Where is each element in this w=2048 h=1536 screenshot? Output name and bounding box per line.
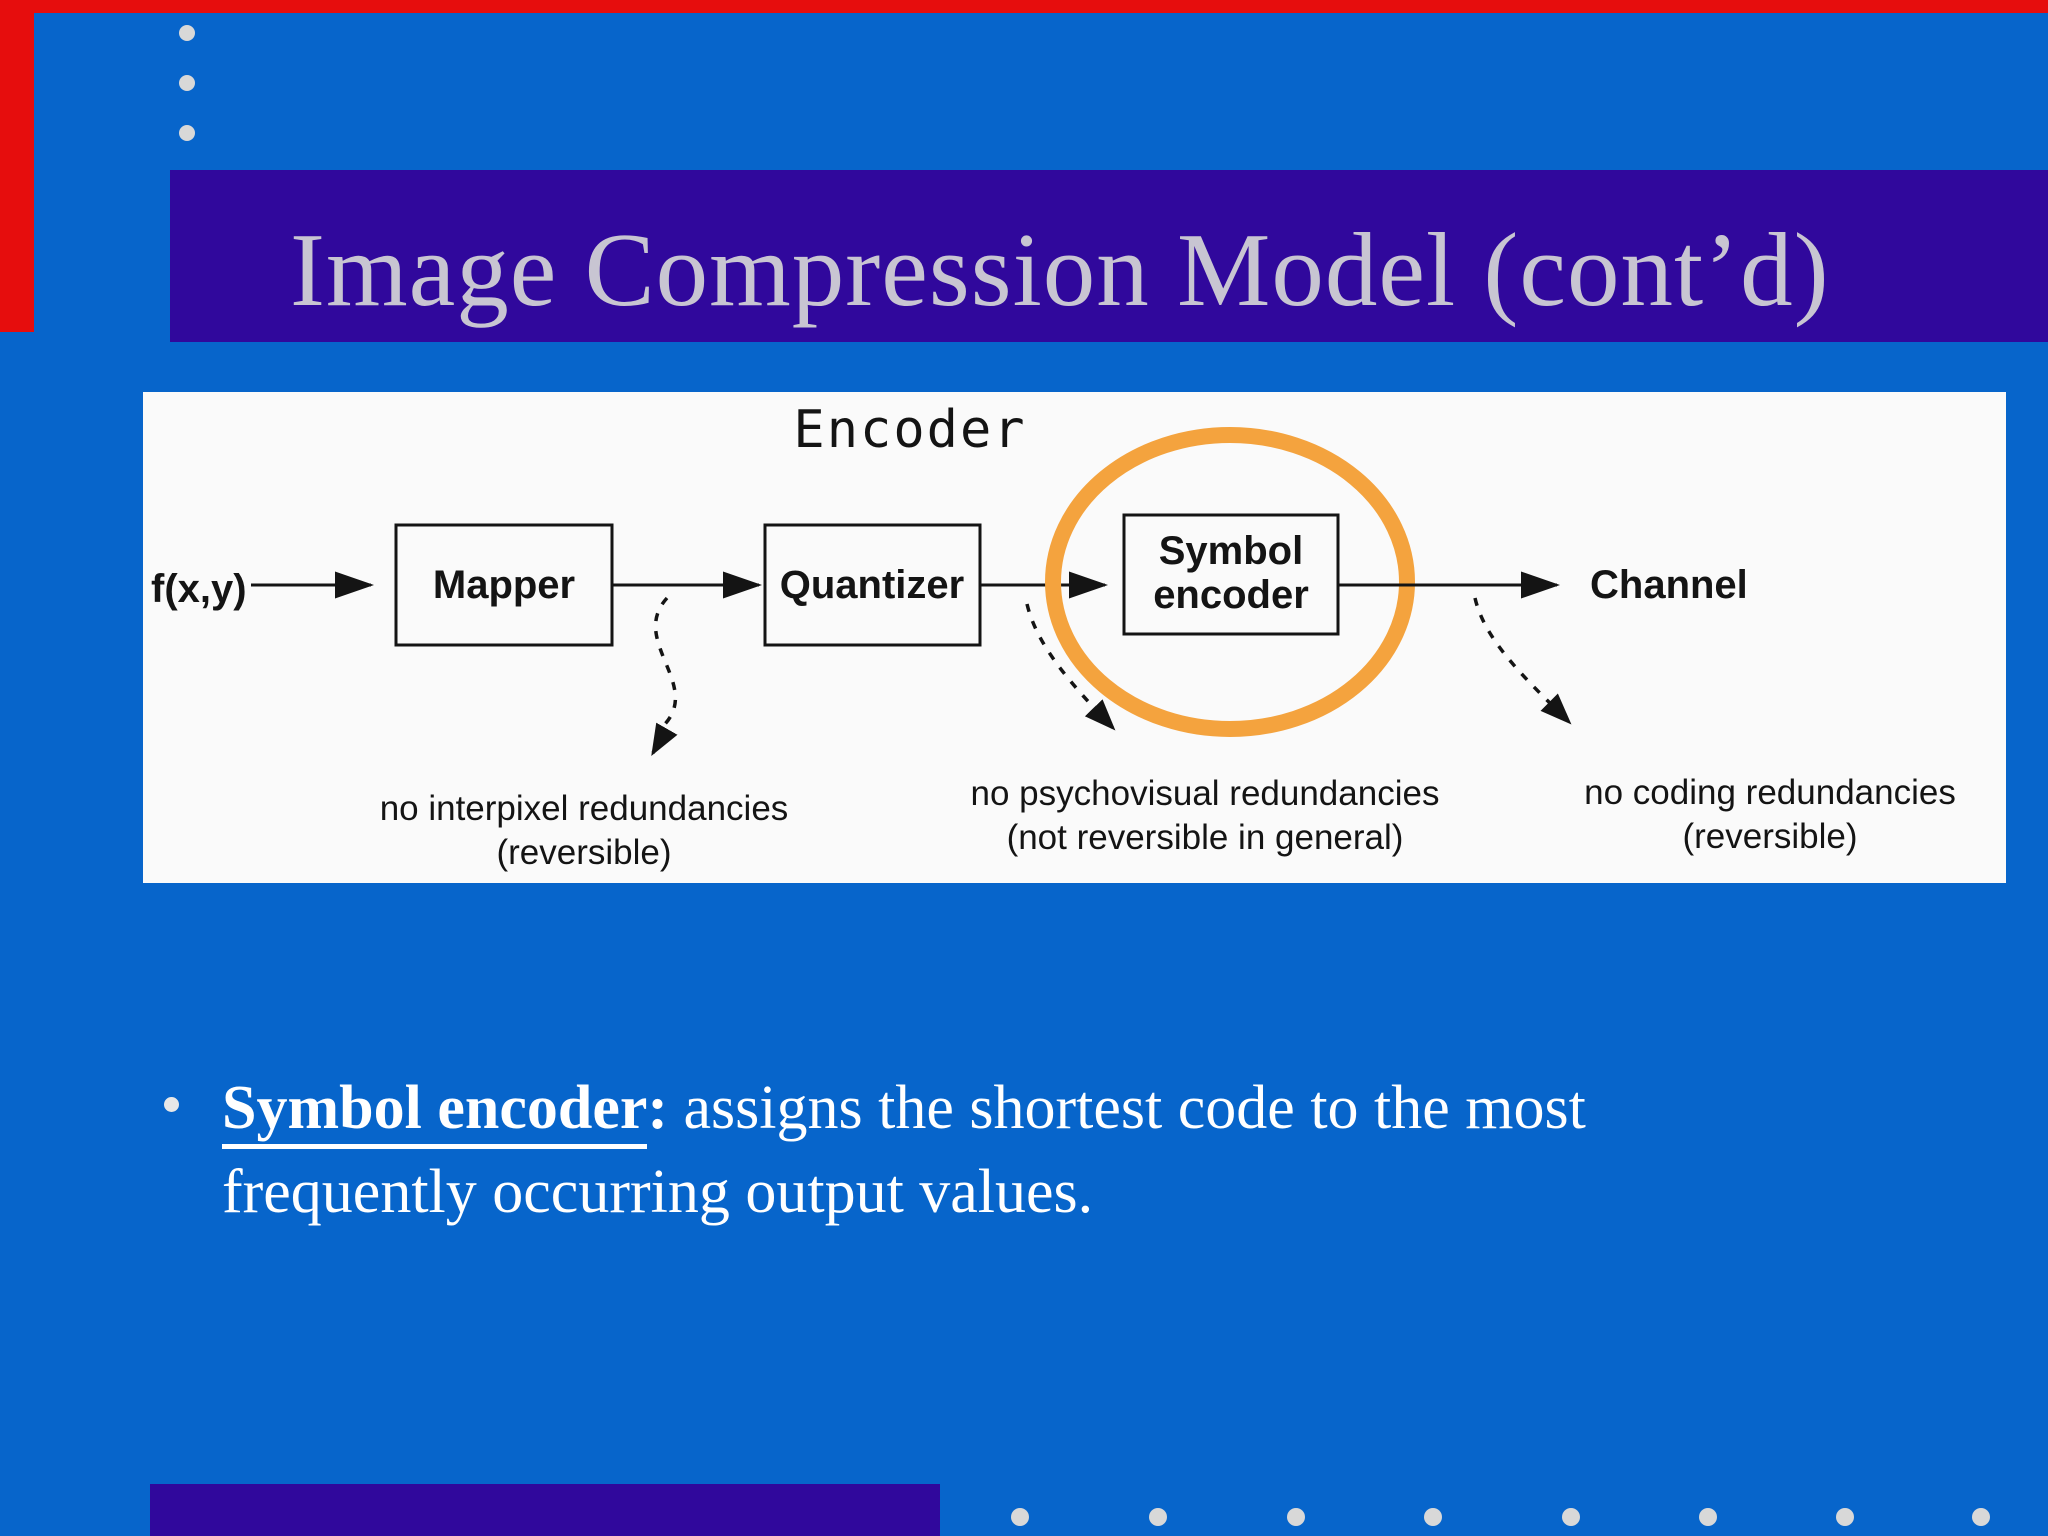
input-signal-label: f(x,y) xyxy=(151,567,247,611)
bottom-accent-bar xyxy=(150,1484,940,1536)
diagram-panel: Encoder f(x,y) Mapper Quantizer Symbol e… xyxy=(143,392,2006,883)
red-left-edge-accent xyxy=(0,0,34,332)
note-interpixel-line2: (reversible) xyxy=(496,833,671,872)
bullet-point-marker xyxy=(164,1097,179,1112)
dashed-arrow-psychovisual xyxy=(1025,603,1116,731)
bullet-body: assigns the shortest code to the most fr… xyxy=(222,1074,1586,1226)
note-interpixel-line1: no interpixel redundancies xyxy=(380,789,789,828)
encoder-diagram: Encoder f(x,y) Mapper Quantizer Symbol e… xyxy=(151,400,1956,872)
decorative-dot xyxy=(1287,1508,1305,1526)
red-top-edge-accent xyxy=(0,0,2048,13)
decorative-dot xyxy=(1011,1508,1029,1526)
note-psychovisual-line2: (not reversible in general) xyxy=(1007,818,1404,857)
decorative-dot xyxy=(179,25,195,41)
symbol-encoder-box xyxy=(1122,513,1340,636)
bullet-lead-term: Symbol encoder xyxy=(222,1074,648,1149)
dashed-arrow-interpixel xyxy=(651,596,678,757)
highlight-circle xyxy=(1045,427,1415,737)
decorative-dot xyxy=(1836,1508,1854,1526)
title-bar: Image Compression Model (cont’d) xyxy=(170,170,2048,342)
decorative-dot xyxy=(179,75,195,91)
decorative-dot xyxy=(1699,1508,1717,1526)
bullet-colon: : xyxy=(647,1074,669,1142)
channel-label: Channel xyxy=(1590,563,1748,607)
decorative-dot xyxy=(1149,1508,1167,1526)
page-title: Image Compression Model (cont’d) xyxy=(290,211,1830,328)
encoder-heading: Encoder xyxy=(793,400,1026,460)
symbol-encoder-label-line1: Symbol xyxy=(1159,529,1303,573)
decorative-dot xyxy=(1972,1508,1990,1526)
note-coding-line1: no coding redundancies xyxy=(1584,773,1956,812)
decorative-dot xyxy=(179,125,195,141)
mapper-label: Mapper xyxy=(433,563,575,607)
decorative-dot xyxy=(1424,1508,1442,1526)
dashed-arrow-coding xyxy=(1473,597,1572,725)
note-psychovisual-line1: no psychovisual redundancies xyxy=(971,774,1440,813)
note-coding-line2: (reversible) xyxy=(1682,817,1857,856)
quantizer-label: Quantizer xyxy=(780,563,964,607)
decorative-dot xyxy=(1562,1508,1580,1526)
bullet-text: Symbol encoder: assigns the shortest cod… xyxy=(222,1066,1792,1234)
symbol-encoder-label-line2: encoder xyxy=(1153,573,1309,617)
